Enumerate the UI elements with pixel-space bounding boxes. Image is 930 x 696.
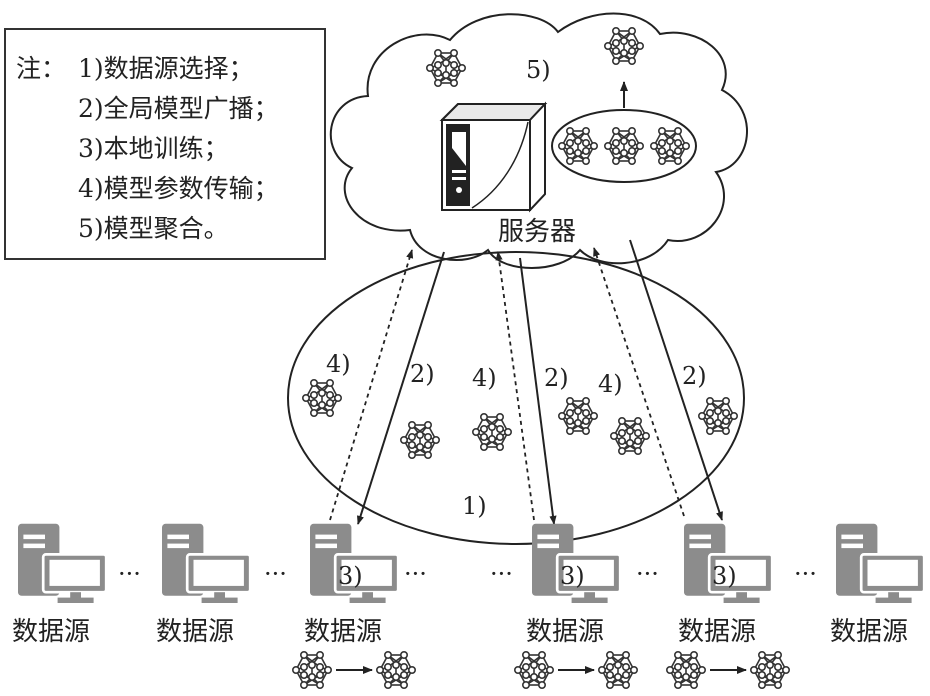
- broadcast-arrow: [519, 257, 557, 525]
- neural-network-icon: [301, 378, 343, 418]
- server-tower-icon: [439, 101, 548, 213]
- upload-label: 4): [598, 370, 623, 398]
- data-source-label: 数据源: [304, 617, 382, 647]
- upload-arrow: [593, 247, 685, 517]
- data-source-label: 数据源: [526, 617, 604, 647]
- broadcast-label: 2): [410, 360, 435, 388]
- step1-label: 1): [462, 492, 487, 520]
- step5-label: 5): [526, 56, 551, 84]
- desktop-computer-icon: [18, 522, 108, 603]
- broadcast-label: 2): [682, 362, 707, 390]
- neural-network-icon: [609, 416, 651, 456]
- local-training-label: 3): [712, 562, 737, 590]
- data-source-row: 数据源 数据源 3) 数据源 3) 数据源 3) 数据源 数据源 ··· ··· ··· ··· ··· ·…: [12, 522, 926, 690]
- note-item: 1)数据源选择；: [78, 54, 254, 83]
- upload-arrow: [329, 249, 414, 521]
- neural-network-icon: [749, 650, 791, 690]
- broadcast-label: 2): [544, 364, 569, 392]
- neural-network-icon: [557, 396, 599, 436]
- data-source-label: 数据源: [830, 617, 908, 647]
- broadcast-arrow: [357, 251, 445, 525]
- note-item: 4)模型参数传输；: [78, 174, 279, 203]
- ellipsis: ···: [490, 560, 513, 588]
- upload-label: 4): [472, 364, 497, 392]
- neural-network-icon: [513, 650, 555, 690]
- broadcast-arrow: [629, 239, 723, 521]
- local-training-label: 3): [338, 562, 363, 590]
- note-item: 5)模型聚合。: [78, 214, 229, 243]
- ellipsis: ···: [404, 560, 427, 588]
- ellipsis: ···: [794, 560, 817, 588]
- upload-label: 4): [326, 350, 351, 378]
- neural-network-icon: [697, 396, 739, 436]
- data-source-label: 数据源: [156, 617, 234, 647]
- neural-network-icon: [597, 650, 639, 690]
- neural-network-icon: [665, 650, 707, 690]
- local-training-label: 3): [560, 562, 585, 590]
- neural-network-icon: [291, 650, 333, 690]
- data-source-label: 数据源: [12, 617, 90, 647]
- selection-ellipse: [287, 251, 745, 545]
- note-item: 2)全局模型广播；: [78, 94, 279, 123]
- note-prefix: 注：: [16, 54, 67, 83]
- upload-arrow: [495, 251, 535, 521]
- neural-network-icon: [399, 420, 441, 460]
- ellipsis: ···: [264, 560, 287, 588]
- ellipsis: ···: [118, 560, 141, 588]
- data-source-label: 数据源: [678, 617, 756, 647]
- legend-note-box: 注： 1)数据源选择； 2)全局模型广播； 3)本地训练； 4)模型参数传输； …: [4, 28, 326, 260]
- neural-network-icon: [471, 412, 513, 452]
- server-label: 服务器: [498, 217, 576, 247]
- note-item: 3)本地训练；: [78, 134, 229, 163]
- desktop-computer-icon: [836, 522, 926, 603]
- ellipsis: ···: [636, 560, 659, 588]
- desktop-computer-icon: [162, 522, 252, 603]
- neural-network-icon: [375, 650, 417, 690]
